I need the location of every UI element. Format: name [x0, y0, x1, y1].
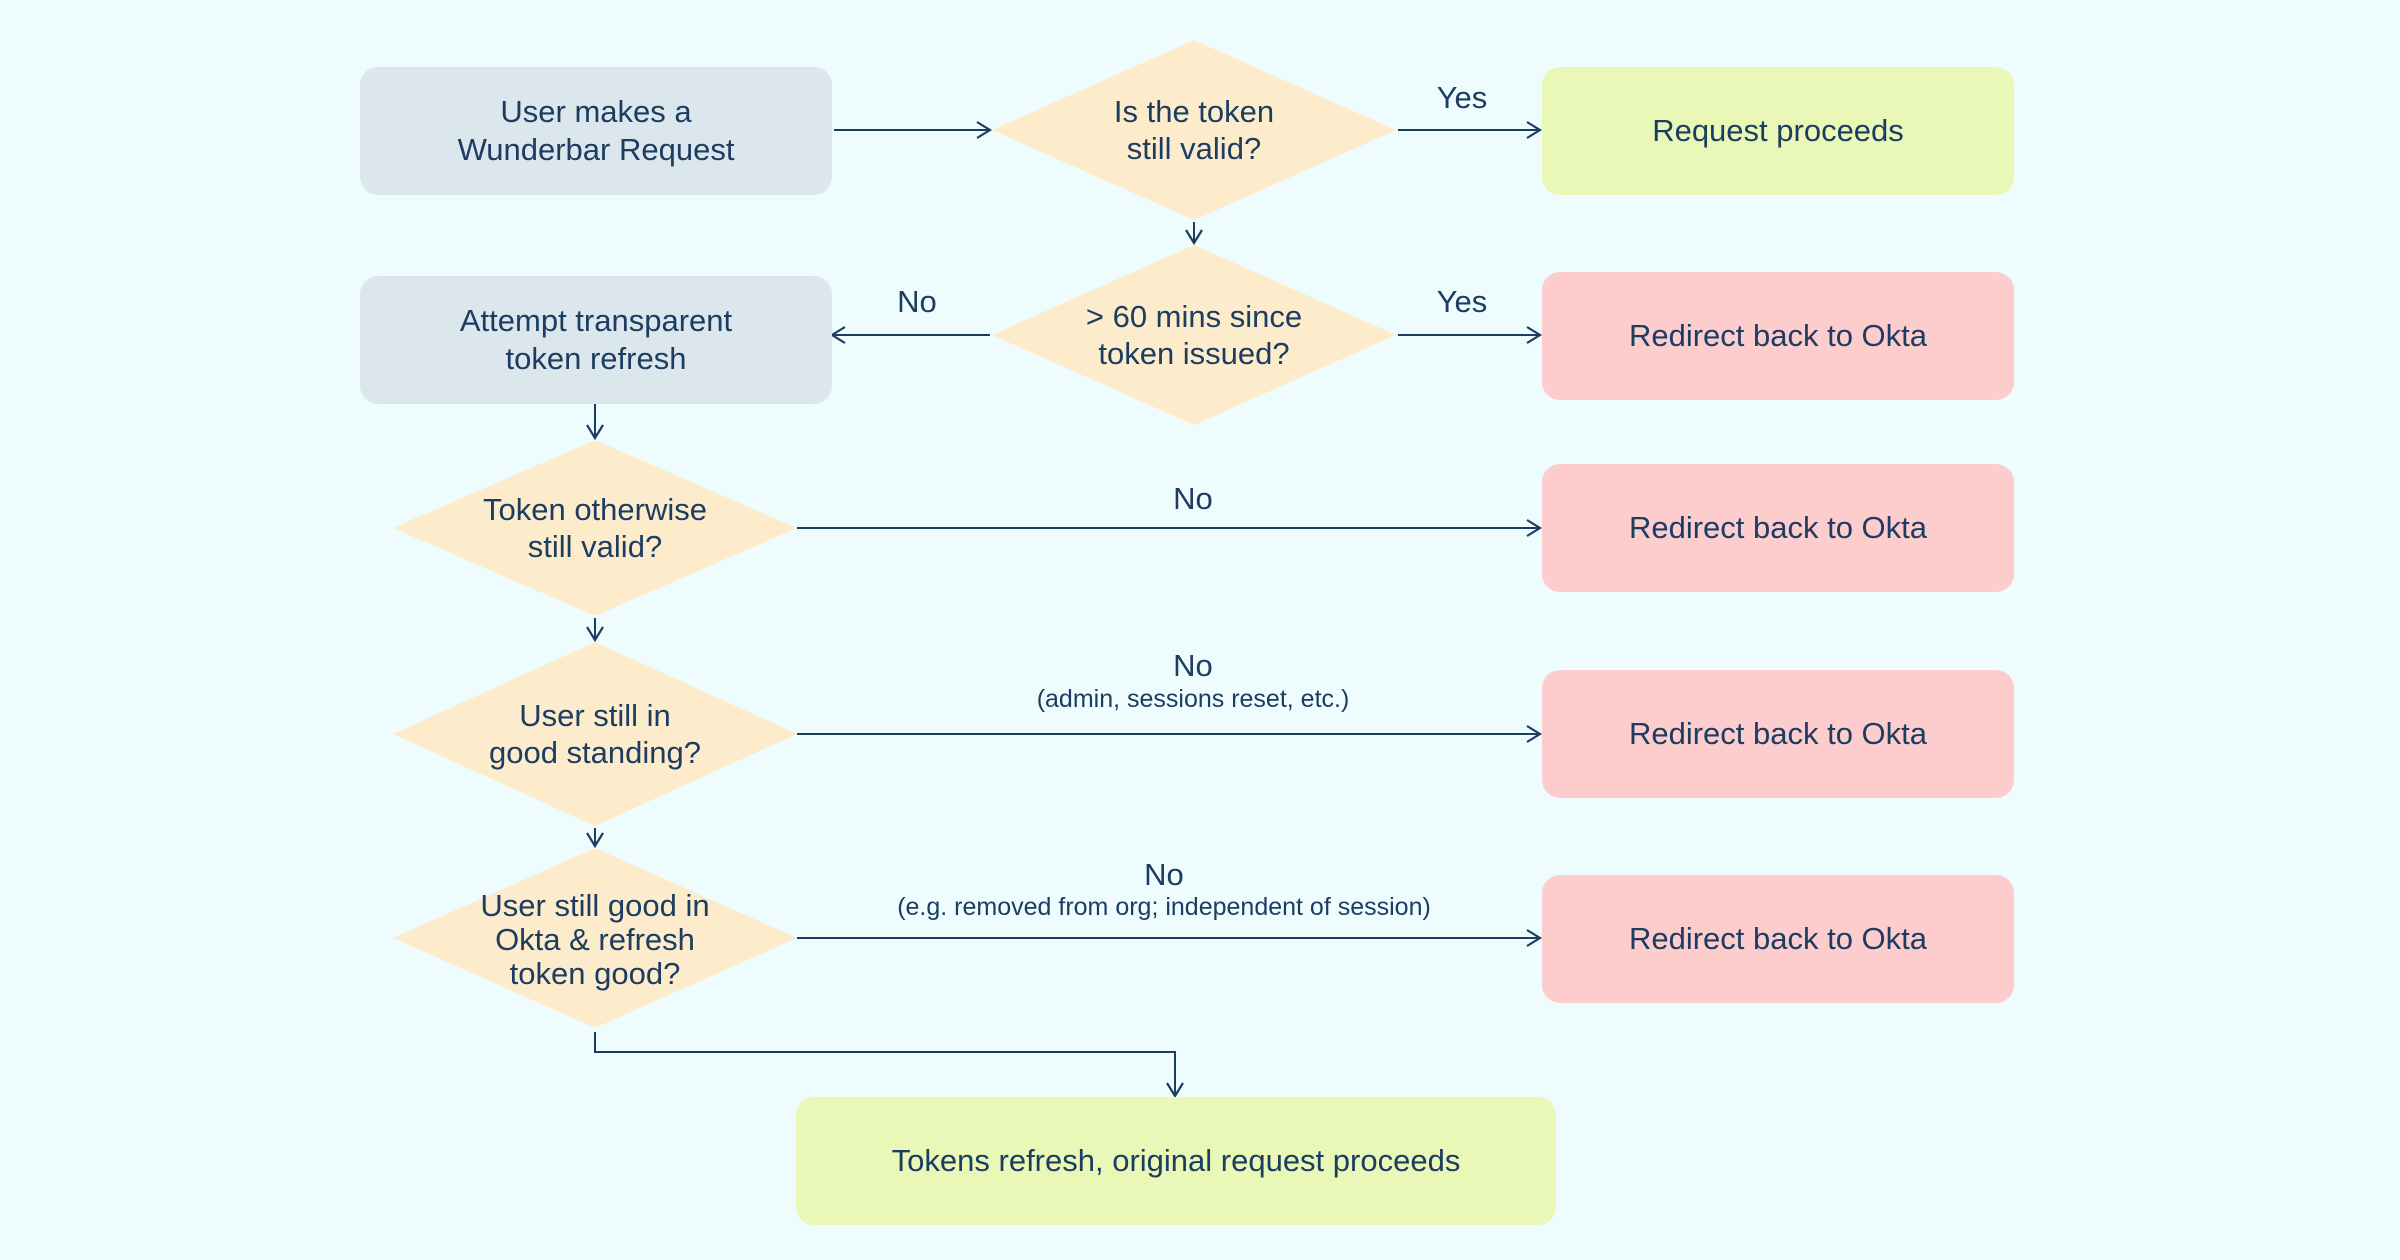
decision-label-okta-good: User still good in Okta & refresh token … — [480, 888, 710, 991]
node-attempt-refresh: Attempt transparent token refresh — [360, 276, 832, 404]
decision-label-token-valid: Is the token still valid? — [1113, 94, 1275, 166]
decision-diamond-good-standing — [393, 642, 797, 826]
decision-label-mins-since: > 60 mins since token issued? — [1085, 299, 1303, 371]
decision-diamond-token-otherwise — [393, 440, 797, 616]
node-tokens-refresh: Tokens refresh, original request proceed… — [796, 1097, 1556, 1225]
edge-label-mins-no: No — [897, 284, 937, 319]
edge-note-okta-no: (e.g. removed from org; independent of s… — [897, 893, 1431, 921]
edge-note-standing-no: (admin, sessions reset, etc.) — [1036, 685, 1350, 713]
decision-diamond-okta-good — [393, 848, 797, 1028]
node-redirect-okta-3: Redirect back to Okta — [1542, 670, 2014, 798]
decision-diamond-token-valid — [992, 40, 1396, 220]
decision-label-token-otherwise: Token otherwise still valid? — [482, 492, 707, 564]
edge-label-standing-no: No — [1173, 648, 1213, 683]
decision-label-good-standing: User still in good standing? — [488, 698, 702, 770]
node-user-request: User makes a Wunderbar Request — [360, 67, 832, 195]
node-request-proceeds: Request proceeds — [1542, 67, 2014, 195]
edge-label-otherwise-no: No — [1173, 481, 1213, 516]
decision-diamond-mins-since — [992, 245, 1396, 425]
edge-label-mins-yes: Yes — [1436, 284, 1488, 319]
edge-label-valid-yes: Yes — [1436, 80, 1488, 115]
node-redirect-okta-1: Redirect back to Okta — [1542, 272, 2014, 400]
edge-label-okta-no: No — [1144, 857, 1184, 892]
node-redirect-okta-4: Redirect back to Okta — [1542, 875, 2014, 1003]
node-redirect-okta-2: Redirect back to Okta — [1542, 464, 2014, 592]
edge-okta-yes — [594, 1032, 1184, 1099]
